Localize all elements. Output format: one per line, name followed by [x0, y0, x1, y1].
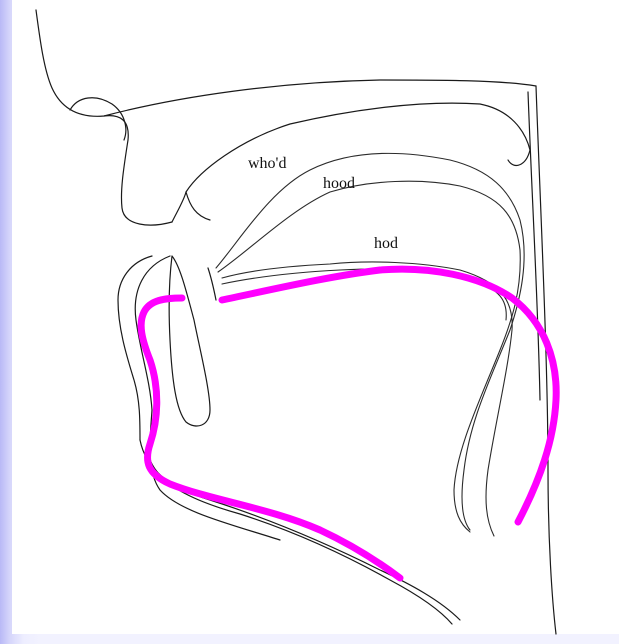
neck-line-2 [150, 460, 452, 624]
alveolar-ridge [186, 103, 530, 192]
label-hod: hod [374, 235, 398, 252]
upper-lip-area [172, 192, 210, 222]
tongue-curve-hood [218, 181, 520, 532]
highlight-jaw-curve [141, 298, 400, 578]
highlight-tongue-curve [222, 269, 556, 522]
nostril-outline [70, 98, 126, 140]
lower-incisor [169, 256, 210, 426]
tongue-curve-hod [222, 262, 512, 536]
nose-profile [36, 10, 172, 225]
tongue-curve-whod [216, 153, 524, 530]
palate-outer [104, 80, 536, 116]
label-whod: who'd [248, 155, 286, 172]
upper-incisor-stub [208, 268, 216, 300]
label-hood: hood [323, 175, 355, 192]
